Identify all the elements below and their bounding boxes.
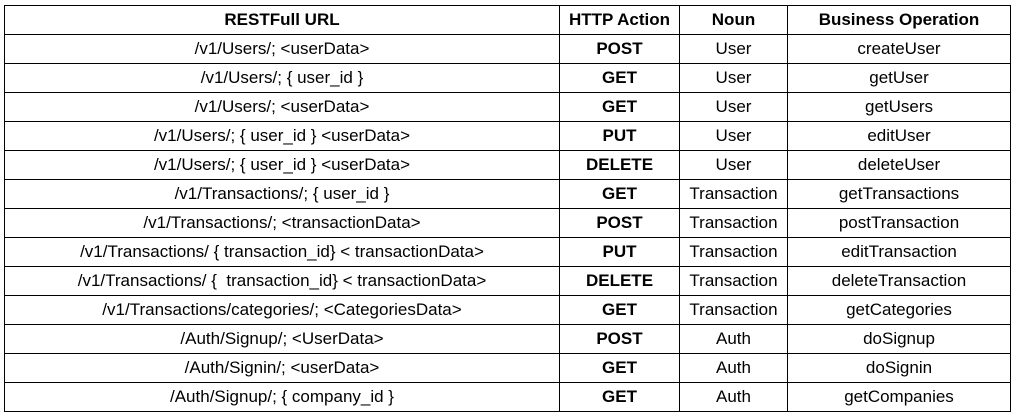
- api-endpoints-table: RESTFull URL HTTP Action Noun Business O…: [4, 5, 1011, 412]
- table-row: /v1/Transactions/ { transaction_id} < tr…: [4, 266, 1011, 296]
- http-action-cell: GET: [559, 63, 680, 93]
- url-cell: /v1/Users/; <userData>: [4, 92, 560, 122]
- table-row: /v1/Users/; { user_id } <userData> DELET…: [4, 150, 1011, 180]
- noun-cell: User: [679, 34, 788, 64]
- url-cell: /v1/Transactions/ { transaction_id} < tr…: [4, 237, 560, 267]
- http-action-cell: PUT: [559, 237, 680, 267]
- url-cell: /v1/Transactions/; { user_id }: [4, 179, 560, 209]
- url-cell: /Auth/Signup/; { company_id }: [4, 382, 560, 412]
- business-operation-cell: getUser: [787, 63, 1011, 93]
- header-http-action: HTTP Action: [559, 5, 680, 35]
- business-operation-cell: editUser: [787, 121, 1011, 151]
- business-operation-cell: doSignin: [787, 353, 1011, 383]
- noun-cell: User: [679, 63, 788, 93]
- noun-cell: Auth: [679, 324, 788, 354]
- url-cell: /v1/Users/; { user_id } <userData>: [4, 121, 560, 151]
- noun-cell: Auth: [679, 382, 788, 412]
- table-row: /v1/Transactions/; { user_id } GET Trans…: [4, 179, 1011, 209]
- table-row: /Auth/Signin/; <userData> GET Auth doSig…: [4, 353, 1011, 383]
- table-row: /v1/Transactions/categories/; <Categorie…: [4, 295, 1011, 325]
- noun-cell: Auth: [679, 353, 788, 383]
- http-action-cell: DELETE: [559, 150, 680, 180]
- table-row: /v1/Users/; <userData> GET User getUsers: [4, 92, 1011, 122]
- header-noun: Noun: [679, 5, 788, 35]
- url-cell: /v1/Transactions/; <transactionData>: [4, 208, 560, 238]
- http-action-cell: POST: [559, 208, 680, 238]
- table-row: /v1/Users/; { user_id } <userData> PUT U…: [4, 121, 1011, 151]
- table-row: /v1/Users/; { user_id } GET User getUser: [4, 63, 1011, 93]
- http-action-cell: GET: [559, 353, 680, 383]
- business-operation-cell: deleteUser: [787, 150, 1011, 180]
- noun-cell: Transaction: [679, 266, 788, 296]
- noun-cell: Transaction: [679, 295, 788, 325]
- table-row: /Auth/Signup/; <UserData> POST Auth doSi…: [4, 324, 1011, 354]
- business-operation-cell: deleteTransaction: [787, 266, 1011, 296]
- url-cell: /v1/Users/; <userData>: [4, 34, 560, 64]
- business-operation-cell: getCompanies: [787, 382, 1011, 412]
- business-operation-cell: getCategories: [787, 295, 1011, 325]
- table-header-row: RESTFull URL HTTP Action Noun Business O…: [4, 5, 1011, 35]
- business-operation-cell: editTransaction: [787, 237, 1011, 267]
- http-action-cell: GET: [559, 382, 680, 412]
- table-row: /Auth/Signup/; { company_id } GET Auth g…: [4, 382, 1011, 412]
- http-action-cell: GET: [559, 179, 680, 209]
- url-cell: /Auth/Signup/; <UserData>: [4, 324, 560, 354]
- http-action-cell: GET: [559, 295, 680, 325]
- noun-cell: User: [679, 121, 788, 151]
- business-operation-cell: createUser: [787, 34, 1011, 64]
- table-row: /v1/Transactions/ { transaction_id} < tr…: [4, 237, 1011, 267]
- table-row: /v1/Transactions/; <transactionData> POS…: [4, 208, 1011, 238]
- noun-cell: User: [679, 150, 788, 180]
- business-operation-cell: getTransactions: [787, 179, 1011, 209]
- noun-cell: User: [679, 92, 788, 122]
- header-business-operation: Business Operation: [787, 5, 1011, 35]
- url-cell: /v1/Transactions/categories/; <Categorie…: [4, 295, 560, 325]
- noun-cell: Transaction: [679, 237, 788, 267]
- http-action-cell: POST: [559, 324, 680, 354]
- url-cell: /v1/Users/; { user_id }: [4, 63, 560, 93]
- business-operation-cell: postTransaction: [787, 208, 1011, 238]
- http-action-cell: GET: [559, 92, 680, 122]
- url-cell: /v1/Transactions/ { transaction_id} < tr…: [4, 266, 560, 296]
- noun-cell: Transaction: [679, 179, 788, 209]
- table-row: /v1/Users/; <userData> POST User createU…: [4, 34, 1011, 64]
- url-cell: /v1/Users/; { user_id } <userData>: [4, 150, 560, 180]
- header-restful-url: RESTFull URL: [4, 5, 560, 35]
- business-operation-cell: getUsers: [787, 92, 1011, 122]
- business-operation-cell: doSignup: [787, 324, 1011, 354]
- http-action-cell: DELETE: [559, 266, 680, 296]
- http-action-cell: PUT: [559, 121, 680, 151]
- noun-cell: Transaction: [679, 208, 788, 238]
- url-cell: /Auth/Signin/; <userData>: [4, 353, 560, 383]
- http-action-cell: POST: [559, 34, 680, 64]
